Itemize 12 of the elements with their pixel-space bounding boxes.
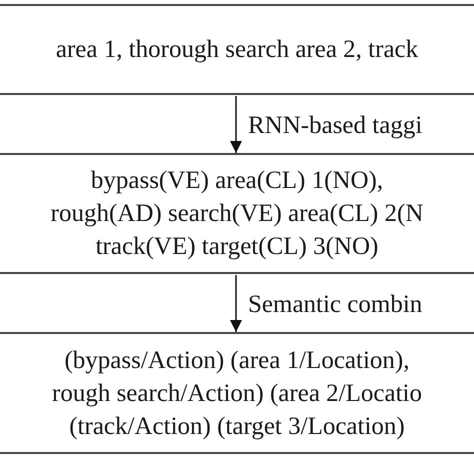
box-text: track(VE) target(CL) 3(NO) bbox=[96, 232, 378, 262]
box-text: rough(AD) search(VE) area(CL) 2(N bbox=[50, 199, 424, 229]
box-text: (track/Action) (target 3/Location) bbox=[69, 412, 405, 442]
process-box bbox=[0, 332, 474, 454]
process-box bbox=[0, 153, 474, 274]
arrow bbox=[230, 275, 242, 332]
box-text: rough search/Action) (area 2/Locatio bbox=[52, 378, 422, 408]
process-box bbox=[0, 4, 474, 95]
box-text: area 1, thorough search area 2, track bbox=[56, 35, 418, 65]
box-text: (bypass/Action) (area 1/Location), bbox=[64, 346, 410, 376]
arrow bbox=[230, 96, 242, 153]
box-text: bypass(VE) area(CL) 1(NO), bbox=[90, 166, 384, 196]
